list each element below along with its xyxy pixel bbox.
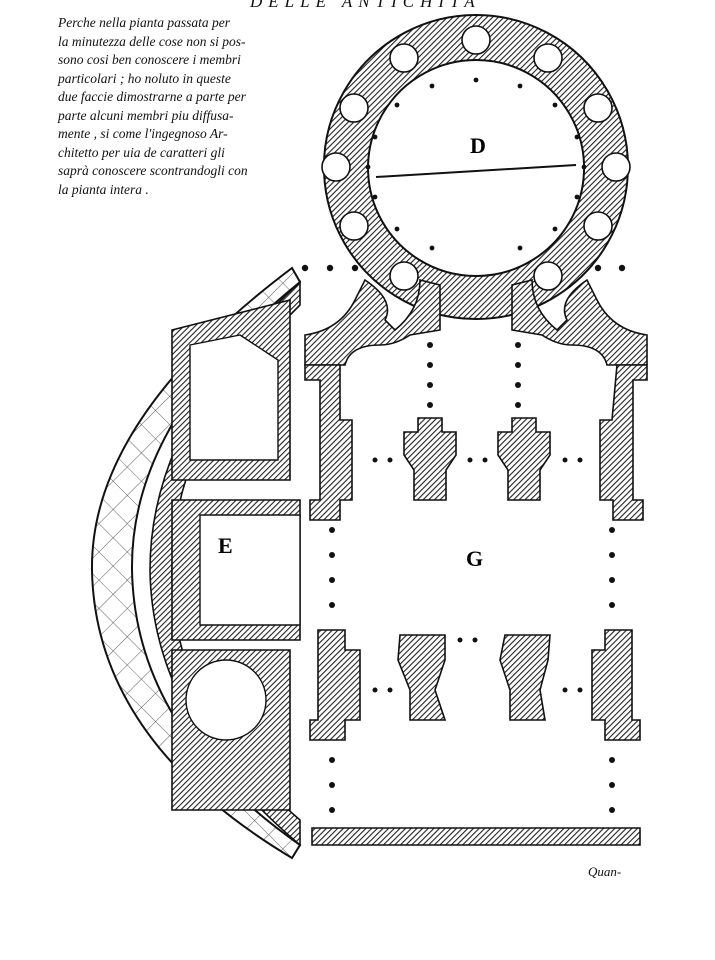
caption-line: sono cosi ben conoscere i membri — [58, 52, 241, 67]
label-e: E — [218, 533, 233, 558]
caption-line: chitetto per uia de caratteri gli — [58, 144, 225, 160]
caption-line: parte alcuni membri piu diffusa- — [58, 107, 234, 123]
caption-line: saprà conoscere scontrandogli con — [58, 163, 248, 178]
caption-line: particolari ; ho noluto in queste — [58, 70, 231, 86]
rotunda-d: D — [321, 14, 631, 320]
running-title: DELLE ANTICHITA — [250, 0, 481, 11]
caption-text: Perche nella pianta passata per la minut… — [58, 14, 298, 199]
caption-line: due faccie dimostrarne a parte per — [58, 89, 246, 104]
scale-bar — [375, 164, 577, 178]
label-g: G — [466, 546, 483, 571]
caption-line: Perche nella pianta passata per — [58, 15, 230, 30]
rotunda-connector — [304, 278, 648, 366]
caption-line: la pianta intera . — [58, 181, 149, 197]
catchword: Quan- — [588, 864, 622, 879]
label-d: D — [470, 133, 486, 158]
exedra-e: E — [90, 266, 302, 860]
caption-line: la minutezza delle cose non si pos- — [58, 33, 246, 49]
hall-g: G — [301, 264, 648, 846]
caption-line: mente , si come l'ingegnoso Ar- — [58, 126, 228, 141]
